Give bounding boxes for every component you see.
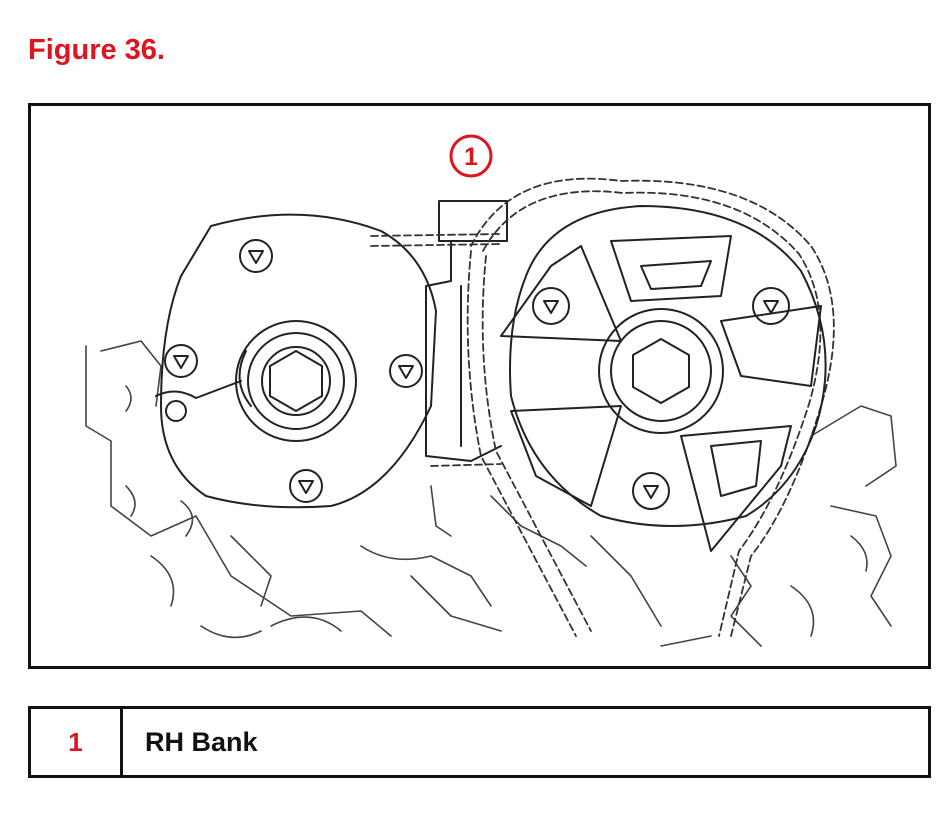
legend-row-description: RH Bank <box>145 726 258 757</box>
right-cam-sprocket <box>500 205 827 552</box>
callout-1: 1 <box>449 134 493 178</box>
figure-title: Figure 36. <box>28 34 165 66</box>
left-cam-sprocket <box>155 213 437 509</box>
bolt-icon <box>532 287 570 325</box>
engine-block-outline <box>85 340 897 647</box>
legend-row-number: 1 <box>31 709 123 775</box>
bolt-icon <box>632 472 670 510</box>
bolt-icon <box>289 469 323 503</box>
bolt-icon <box>164 344 198 378</box>
callout-number: 1 <box>464 143 478 171</box>
legend-table: 1 RH Bank <box>28 706 931 778</box>
bolt-icon <box>389 354 423 388</box>
figure-frame: 1 <box>28 103 931 669</box>
timing-chain <box>370 177 835 637</box>
timing-gear-illustration: 1 <box>85 134 897 647</box>
bolt-icon <box>239 239 273 273</box>
bolt-icon <box>752 287 790 325</box>
chain-guide-bracket <box>425 200 508 462</box>
